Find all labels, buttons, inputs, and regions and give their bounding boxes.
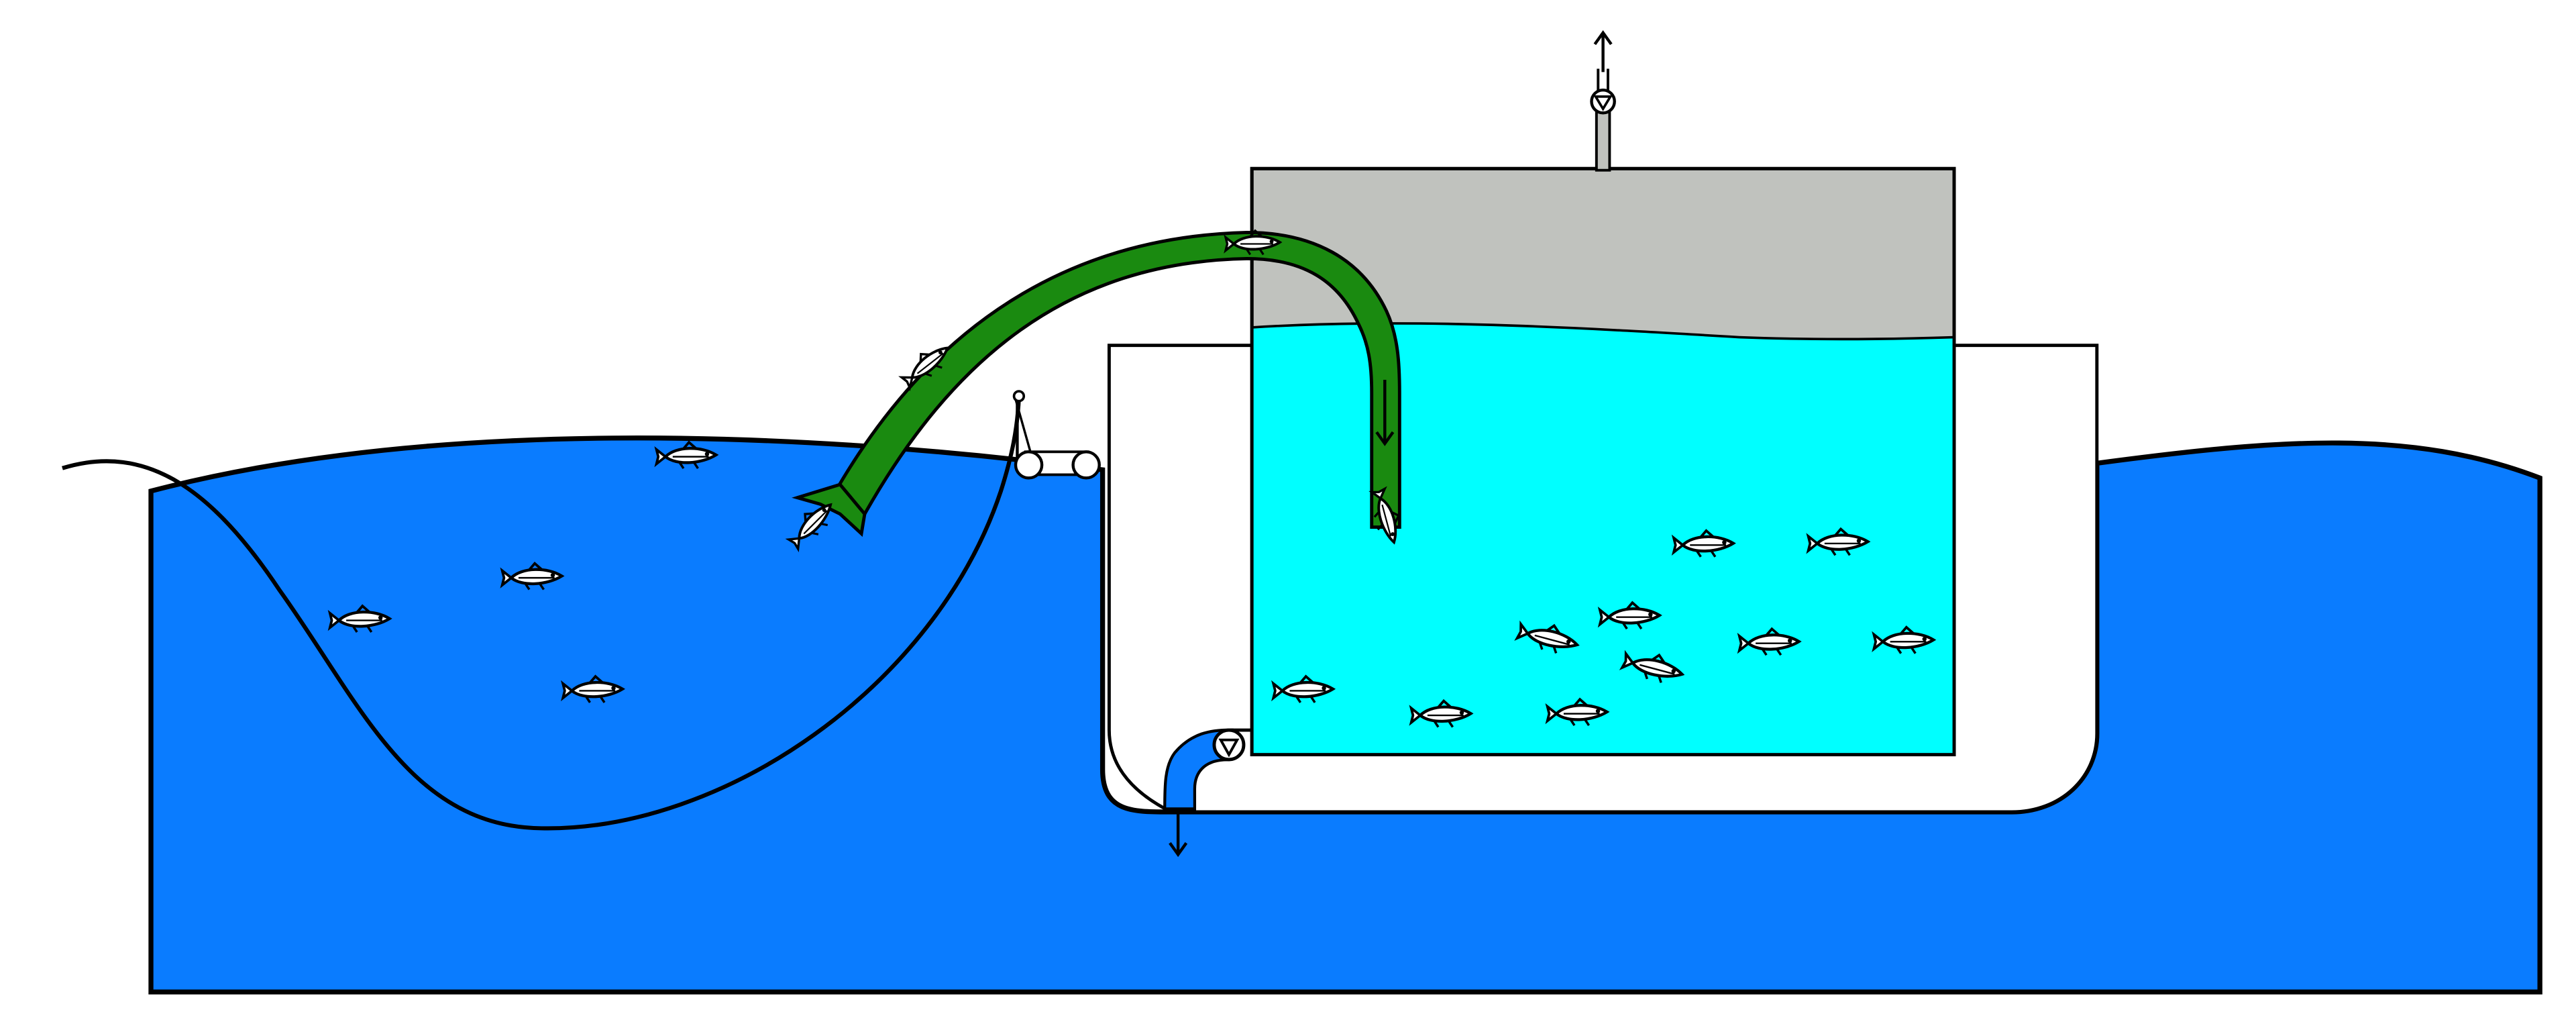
arrow-down-icon [1169, 811, 1188, 858]
sea-water [148, 435, 2542, 994]
vent-pipe [1595, 68, 1611, 172]
seine-net [62, 397, 1021, 831]
hose-nozzle [792, 482, 867, 537]
net-winch [1012, 390, 1101, 480]
drain-pump-icon [1212, 728, 1246, 762]
arrow-down-icon [1375, 379, 1395, 446]
vacuum-fish-hose [829, 230, 1401, 529]
arrow-up-icon [1593, 30, 1613, 72]
vacuum-pump-icon [1590, 88, 1616, 115]
